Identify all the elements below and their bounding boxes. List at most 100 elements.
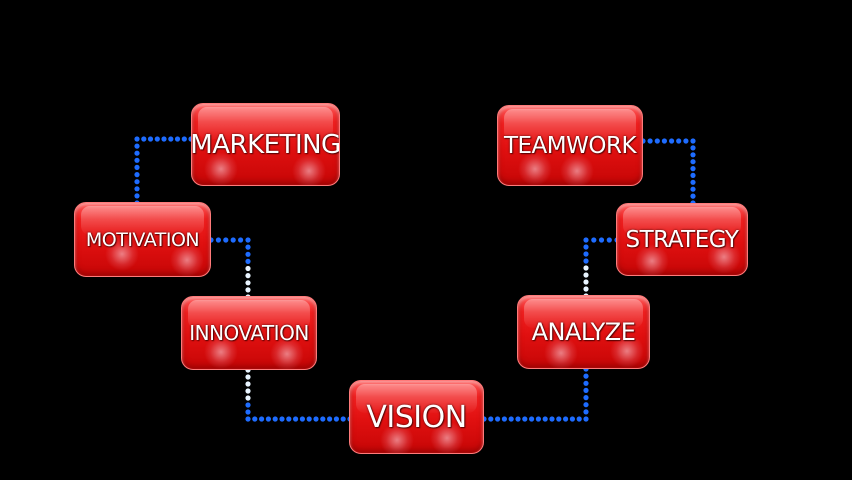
connector-marketing-motivation — [134, 136, 194, 206]
connector-dot — [508, 416, 514, 422]
connector-dot — [134, 143, 140, 149]
connector-dot — [583, 265, 589, 271]
connector-dot — [669, 138, 675, 144]
connector-dot — [147, 136, 154, 142]
connector-dot — [230, 237, 236, 243]
connector-dot — [134, 150, 140, 156]
connector-dot — [245, 244, 251, 250]
connector-dot — [569, 416, 576, 422]
connector-dot — [181, 136, 187, 142]
connector-dot — [245, 287, 251, 293]
connector-dot — [265, 416, 271, 422]
connector-dot — [591, 237, 597, 243]
connector-dot — [488, 416, 494, 422]
connector-dot — [676, 138, 682, 144]
connector-dot — [141, 136, 147, 142]
connector-dot — [690, 179, 696, 185]
connector-dot — [690, 138, 696, 144]
connector-dot — [299, 416, 305, 422]
connector-innovation-vision — [245, 367, 353, 422]
connector-dot — [690, 186, 696, 192]
connector-dot — [563, 416, 569, 422]
connector-dot — [556, 416, 562, 422]
connector-dot — [279, 416, 285, 422]
connector-dot — [583, 237, 589, 243]
connector-motivation-innovation — [208, 237, 251, 300]
node-marketing-label: MARKETING — [191, 129, 340, 160]
node-analyze: ANALYZE — [517, 295, 650, 369]
connector-dot — [245, 395, 251, 401]
node-teamwork: TEAMWORK — [497, 105, 643, 186]
connector-dot — [535, 416, 542, 422]
node-vision-label: VISION — [366, 399, 467, 435]
connector-dot — [272, 416, 278, 422]
connector-dot — [286, 416, 292, 422]
connector-dot — [495, 416, 501, 422]
connector-dot — [174, 136, 181, 142]
connector-dot — [683, 138, 689, 144]
connector-dot — [245, 280, 251, 286]
connector-dot — [522, 416, 528, 422]
connector-dot — [245, 381, 251, 387]
connector-dot — [583, 416, 589, 422]
node-marketing: MARKETING — [191, 103, 340, 186]
node-analyze-label: ANALYZE — [531, 318, 636, 346]
connector-dot — [245, 265, 251, 272]
connector-dot — [583, 402, 589, 408]
connector-dot — [583, 244, 589, 250]
connector-dot — [583, 286, 589, 292]
node-vision: VISION — [349, 380, 484, 454]
connector-dot — [654, 138, 660, 144]
connector-dot — [134, 157, 140, 163]
connector-dot — [168, 136, 174, 142]
connector-dot — [583, 387, 589, 393]
connector-dot — [134, 172, 140, 178]
connector-dot — [690, 193, 696, 199]
connector-dot — [245, 388, 251, 394]
node-motivation-label: MOTIVATION — [85, 228, 200, 251]
connector-dot — [340, 416, 346, 422]
connector-dot — [215, 237, 221, 243]
node-innovation-label: INNOVATION — [189, 321, 309, 345]
connector-dot — [583, 258, 589, 264]
connector-dot — [223, 237, 229, 243]
connector-dot — [245, 251, 251, 257]
connector-dot — [583, 272, 589, 278]
connector-dot — [320, 416, 326, 422]
connector-dot — [245, 416, 251, 422]
node-motivation: MOTIVATION — [74, 202, 211, 277]
connector-dot — [293, 416, 299, 422]
connector-dot — [259, 416, 265, 422]
node-teamwork-label: TEAMWORK — [503, 132, 637, 159]
connector-dot — [313, 416, 319, 422]
connector-dot — [134, 179, 140, 185]
connector-dot — [245, 402, 251, 408]
connector-dot — [542, 416, 548, 422]
connector-dot — [576, 416, 582, 422]
connector-dot — [238, 237, 244, 243]
connector-dot — [647, 138, 653, 144]
connector-dot — [245, 258, 251, 264]
connector-analyze-strategy — [583, 237, 620, 299]
connector-dot — [549, 416, 555, 422]
connector-dot — [154, 136, 160, 142]
node-strategy: STRATEGY — [616, 203, 748, 276]
connector-dot — [583, 409, 589, 415]
connector-dot — [161, 136, 167, 142]
node-strategy-label: STRATEGY — [625, 226, 739, 253]
connector-dot — [583, 395, 589, 401]
connector-dot — [690, 145, 696, 151]
connector-strategy-teamwork — [640, 138, 696, 206]
connector-dot — [606, 237, 612, 243]
connector-dot — [134, 186, 140, 192]
connector-dot — [690, 166, 696, 172]
connector-dot — [690, 159, 696, 165]
connector-dot — [245, 237, 251, 243]
node-innovation: INNOVATION — [181, 296, 317, 370]
connector-dot — [245, 273, 251, 279]
connector-dot — [690, 152, 696, 158]
connector-dot — [306, 416, 312, 422]
connector-dot — [583, 279, 589, 285]
